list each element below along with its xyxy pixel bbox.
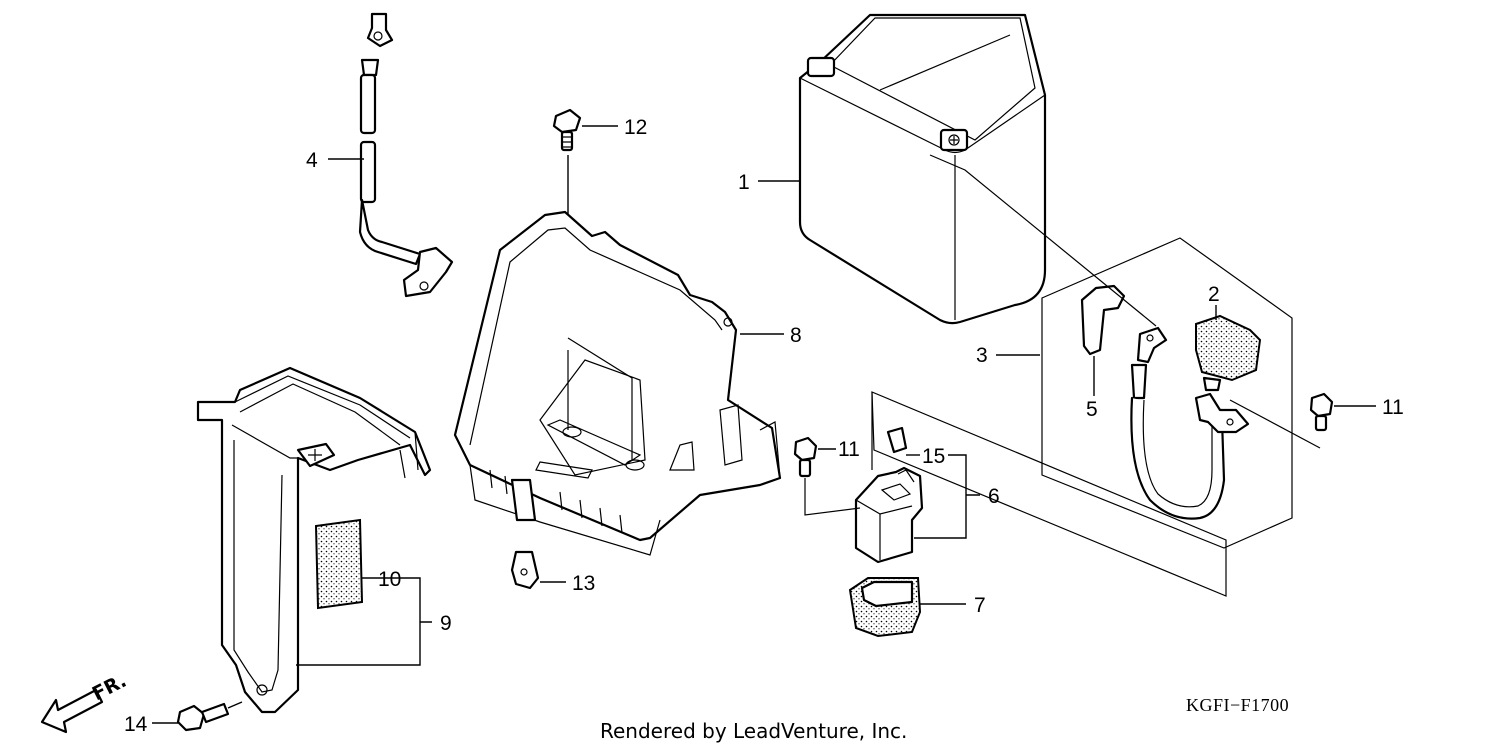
callout-5: 5 (1086, 398, 1098, 421)
callout-3: 3 (976, 344, 988, 367)
diagram-code: KGFI−F1700 (1186, 695, 1289, 715)
credit-line: Rendered by LeadVenture, Inc. (600, 719, 907, 743)
battery-part (798, 13, 1047, 325)
clip-nut-13-part (510, 550, 540, 590)
callout-13: 13 (572, 572, 595, 595)
positive-cable-part (1130, 326, 1250, 520)
starter-relay-part (854, 466, 924, 564)
callout-1: 1 (738, 171, 750, 194)
callout-2: 2 (1208, 283, 1220, 306)
front-direction-arrow: FR. (40, 670, 130, 734)
callout-14: 14 (124, 713, 148, 736)
callout-10: 10 (378, 568, 401, 591)
battery-box-part (453, 210, 782, 556)
terminal-cover-5-part (1080, 284, 1126, 356)
leader-lines (152, 125, 1376, 724)
callout-4: 4 (306, 149, 318, 172)
bolt-11-right-part (1309, 392, 1334, 432)
callout-8: 8 (790, 324, 802, 347)
bolt-12-part (552, 108, 582, 152)
callout-7: 7 (974, 594, 986, 617)
bolt-11-left-part (793, 436, 818, 478)
terminal-cover-2-part (1195, 314, 1262, 392)
callout-9: 9 (440, 612, 452, 635)
callouts: 1 2 3 4 5 6 7 8 9 10 11 11 12 13 14 15 (124, 116, 1404, 736)
front-direction-label: FR. (89, 670, 130, 706)
bolt-14-part (176, 701, 243, 732)
callout-6: 6 (988, 485, 1000, 508)
fuse-15-part (886, 426, 908, 454)
callout-12: 12 (624, 116, 647, 139)
callout-11-right: 11 (1382, 396, 1404, 419)
negative-cable-part (358, 12, 454, 298)
callout-11-left: 11 (838, 438, 860, 461)
callout-15: 15 (922, 445, 945, 468)
battery-holder-part (196, 366, 432, 714)
pad-10-part (314, 518, 364, 610)
relay-cover-part (848, 577, 922, 638)
